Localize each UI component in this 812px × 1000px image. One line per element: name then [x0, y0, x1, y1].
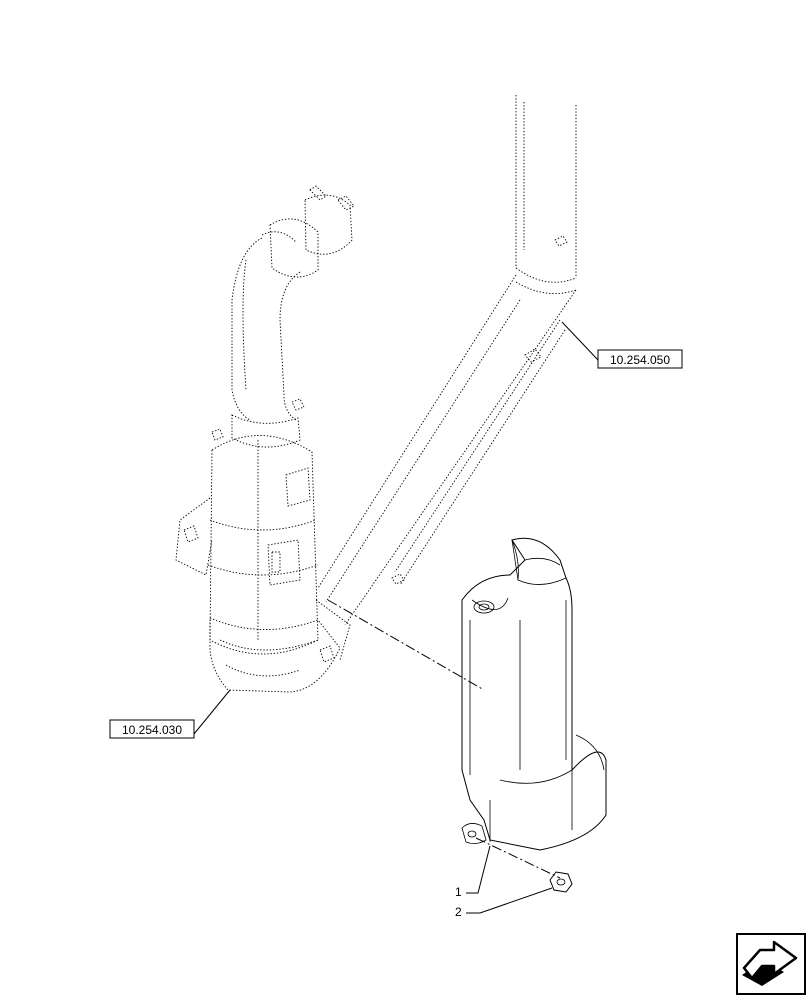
exhaust-stack: [317, 95, 577, 626]
reference-label-after-treatment: 10.254.030: [122, 723, 182, 737]
next-page-arrow-icon[interactable]: [736, 933, 806, 995]
nut: [549, 871, 573, 893]
reference-after-treatment[interactable]: 10.254.030: [109, 689, 231, 739]
heat-shield: [461, 537, 607, 851]
reference-label-exhaust-pipe: 10.254.050: [610, 353, 670, 367]
callout-label-2: 2: [455, 905, 462, 919]
callout-label-1: 1: [455, 885, 462, 899]
alignment-lines: [327, 599, 561, 879]
after-treatment-unit: [175, 185, 355, 693]
callout-item-1: 1: [455, 845, 491, 899]
callout-item-2: 2: [455, 887, 553, 919]
reference-exhaust-pipe[interactable]: 10.254.050: [561, 321, 683, 369]
